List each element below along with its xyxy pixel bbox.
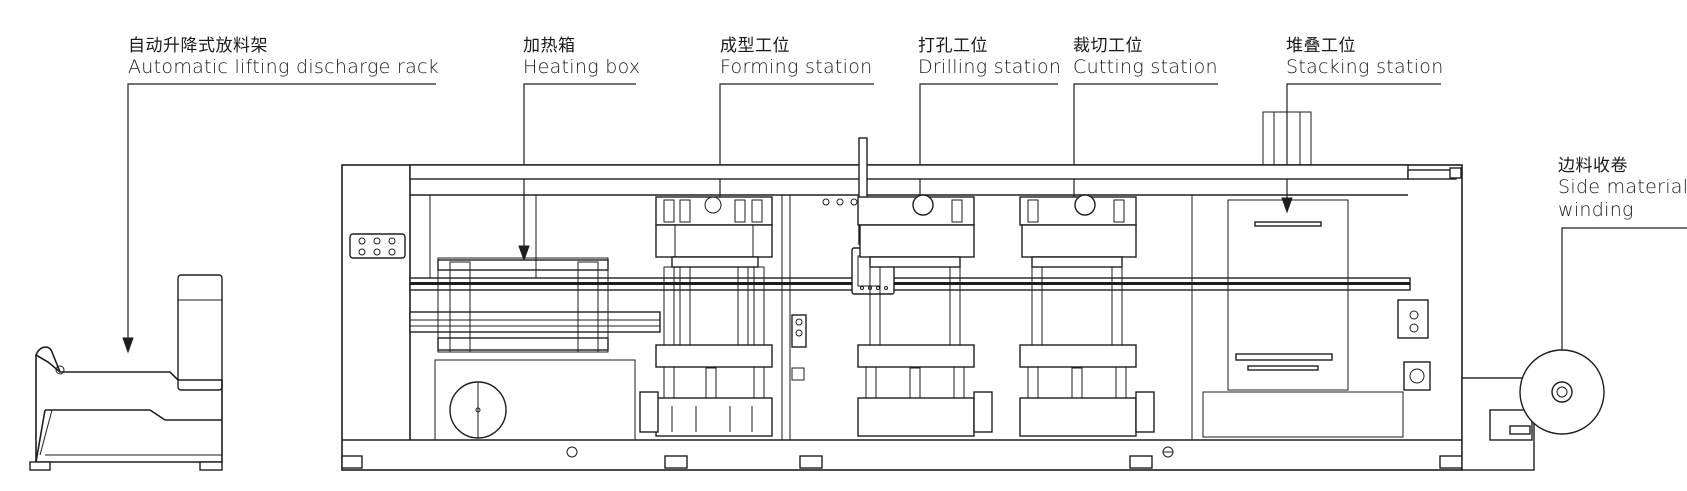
callout-rack-en: Automatic lifting discharge rack xyxy=(128,56,440,78)
drilling-station xyxy=(851,137,993,437)
forming-station xyxy=(639,196,773,437)
callout-heating-en: Heating box xyxy=(523,56,641,78)
main-frame xyxy=(341,164,1463,471)
web-rails xyxy=(409,277,1411,333)
callout-drilling-en: Drilling station xyxy=(918,56,1062,78)
leader-rack-arrow xyxy=(122,337,134,354)
leader-heating xyxy=(523,83,636,258)
separator-column xyxy=(781,195,858,440)
callout-winding-zh: 边料收卷 xyxy=(1558,156,1628,176)
stacking-station xyxy=(1191,111,1431,440)
leader-winding xyxy=(1561,227,1687,392)
callout-stacking-zh: 堆叠工位 xyxy=(1286,36,1356,56)
callout-cutting-en: Cutting station xyxy=(1073,56,1218,78)
heating-box xyxy=(429,195,636,441)
side-material-winding xyxy=(1461,349,1605,471)
callout-stacking-en: Stacking station xyxy=(1286,56,1444,78)
callout-rack-zh: 自动升降式放料架 xyxy=(128,36,268,56)
callout-winding-en-line2: winding xyxy=(1558,199,1634,221)
callout-winding-en-line1: Side material xyxy=(1558,176,1687,198)
callout-forming-zh: 成型工位 xyxy=(720,36,790,56)
leader-cutting xyxy=(1073,83,1218,212)
callout-heating-zh: 加热箱 xyxy=(523,36,576,56)
callout-forming-en: Forming station xyxy=(720,56,873,78)
callout-drilling-zh: 打孔工位 xyxy=(918,36,988,56)
discharge-rack xyxy=(29,274,223,471)
cutting-station xyxy=(1019,194,1155,437)
leader-forming xyxy=(719,83,874,212)
leader-stacking-arrow xyxy=(1281,197,1293,214)
callout-cutting-zh: 裁切工位 xyxy=(1073,36,1143,56)
leader-heating-arrow xyxy=(518,245,530,262)
control-panel xyxy=(349,233,406,259)
leader-stacking xyxy=(1286,83,1441,210)
leader-rack xyxy=(127,83,436,350)
